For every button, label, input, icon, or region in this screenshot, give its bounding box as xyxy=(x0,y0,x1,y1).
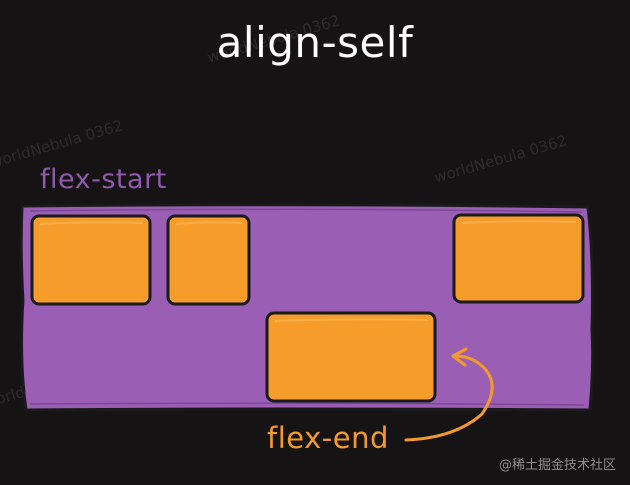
container-sketch-line xyxy=(29,402,585,406)
flex-container xyxy=(19,203,595,412)
flex-end-label: flex-end xyxy=(267,421,389,455)
item-sketch-highlight xyxy=(175,221,243,225)
arrow-curve xyxy=(404,354,494,442)
item-sketch-highlight xyxy=(274,318,429,322)
arrow-head xyxy=(451,347,468,367)
flex-item-4-self-end xyxy=(265,311,437,403)
diagram-title: align-self xyxy=(216,18,414,67)
container-sketch-line xyxy=(29,208,583,213)
flex-item-3 xyxy=(452,213,585,304)
flex-item-2 xyxy=(166,214,251,306)
flex-start-label: flex-start xyxy=(40,164,167,195)
item-sketch-highlight xyxy=(461,220,577,224)
item-sketch-highlight xyxy=(39,221,144,225)
flex-item-1 xyxy=(30,214,152,306)
source-credit: @稀土掘金技术社区 xyxy=(498,458,616,473)
